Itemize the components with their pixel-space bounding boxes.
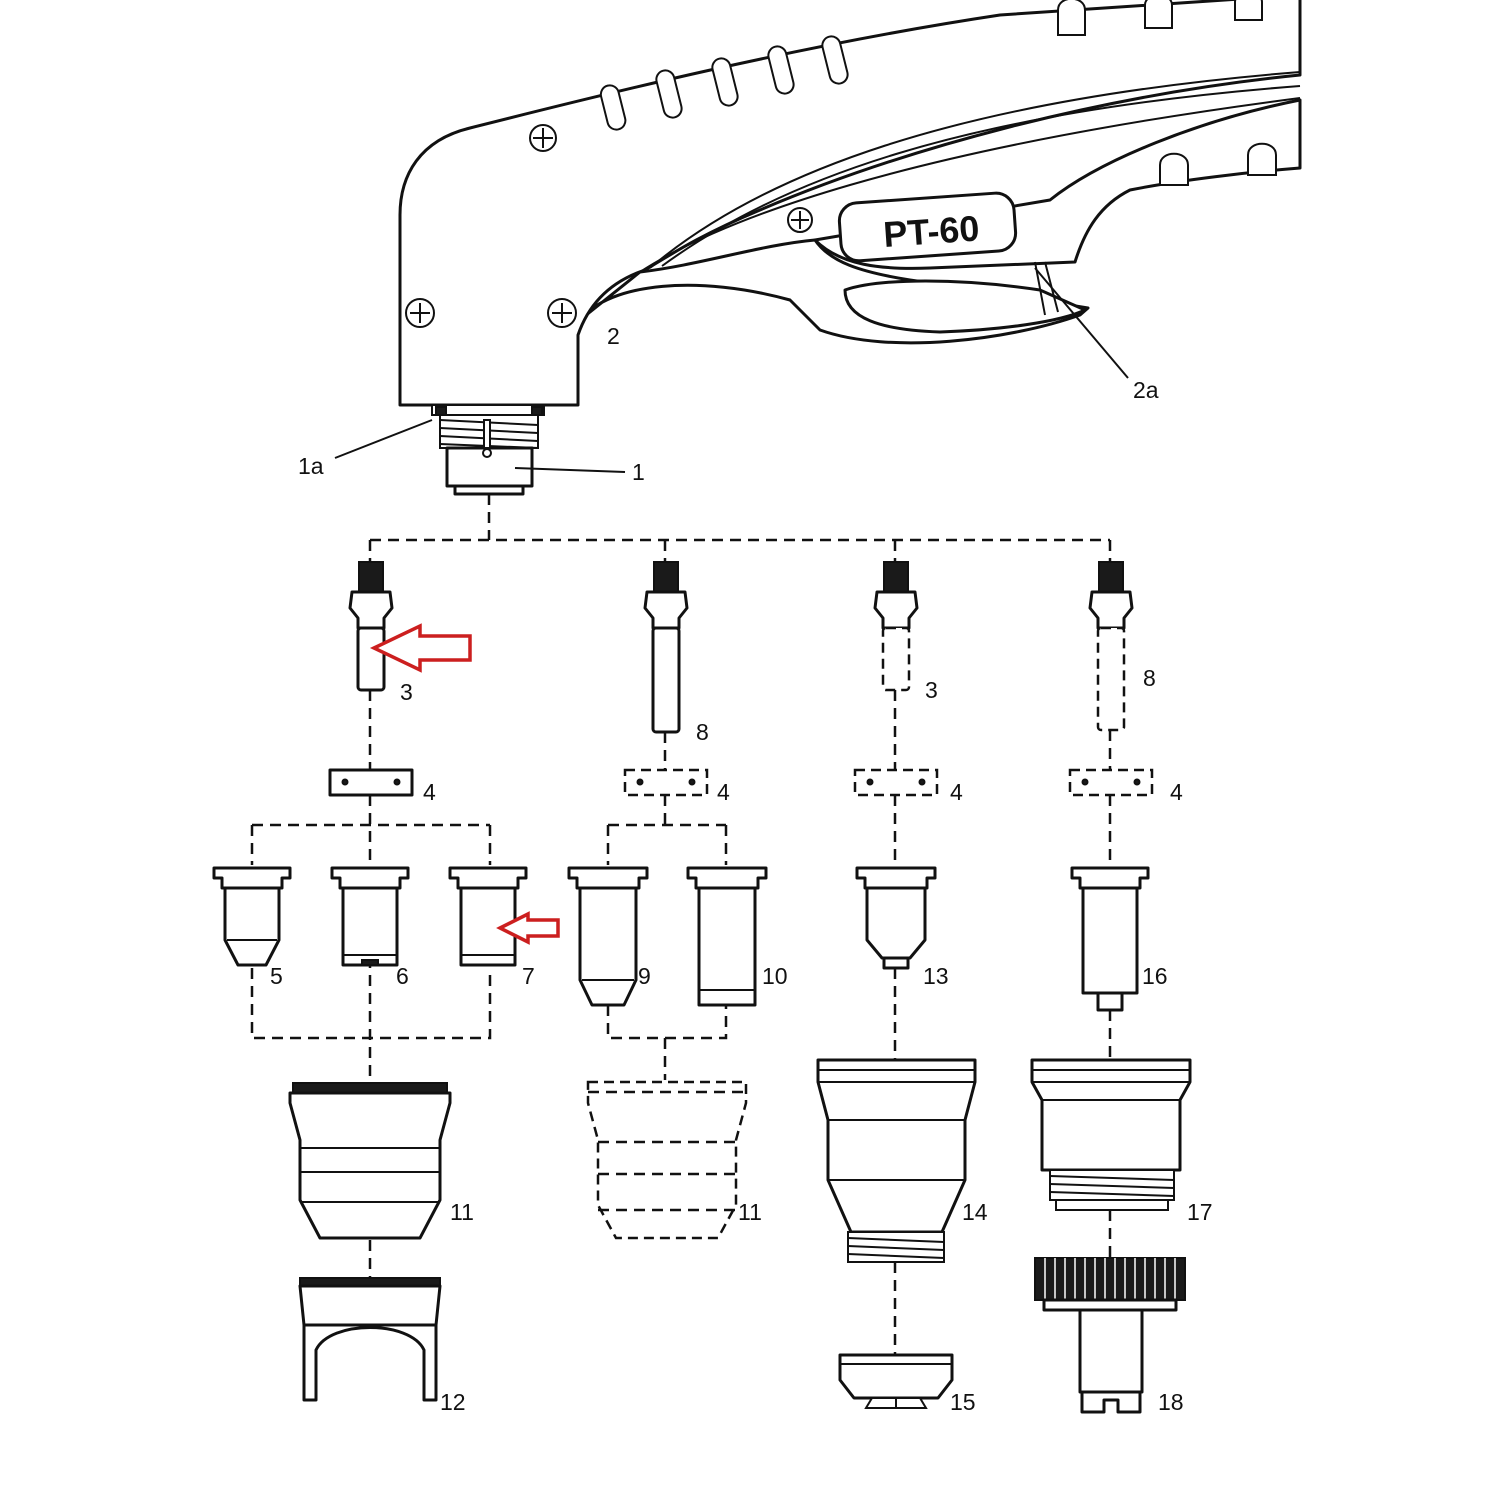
label-2a: 2a (1133, 377, 1159, 403)
label-6: 6 (396, 963, 409, 989)
tip-13[interactable] (855, 866, 937, 970)
electrode-d[interactable] (1088, 561, 1134, 732)
tip-9[interactable] (567, 866, 649, 1007)
cup-14-thread (847, 1231, 945, 1263)
cup-14[interactable] (816, 1058, 977, 1263)
label-1a: 1a (298, 453, 324, 479)
label-9: 9 (638, 963, 651, 989)
label-15: 15 (950, 1389, 976, 1415)
model-label: PT-60 (882, 207, 981, 255)
label-8a: 8 (696, 719, 709, 745)
shield-15[interactable] (838, 1353, 954, 1409)
label-4a: 4 (423, 779, 436, 805)
tip-5[interactable] (212, 866, 292, 967)
diffuser-d[interactable] (1068, 768, 1154, 797)
label-3a: 3 (400, 679, 413, 705)
diffuser-b[interactable] (623, 768, 709, 797)
part-number-labels: 1a 1 2 2a 3 8 3 8 4 4 4 4 5 6 7 9 10 13 … (270, 323, 1213, 1415)
label-4b: 4 (717, 779, 730, 805)
label-10: 10 (762, 963, 788, 989)
label-4c: 4 (950, 779, 963, 805)
highlight-arrow-tip (496, 911, 560, 945)
torch-head (431, 404, 545, 496)
label-1: 1 (632, 459, 645, 485)
cup-17[interactable] (1030, 1058, 1192, 1211)
label-5: 5 (270, 963, 283, 989)
label-11a: 11 (450, 1199, 474, 1225)
handle-screws (405, 124, 813, 328)
grip-ribs (599, 0, 1277, 186)
highlight-arrow-electrode (369, 623, 472, 673)
standoff-12[interactable] (298, 1277, 442, 1402)
label-17: 17 (1187, 1199, 1213, 1225)
electrode-a[interactable] (348, 561, 394, 692)
diffuser-c[interactable] (853, 768, 939, 797)
tip-16[interactable] (1070, 866, 1150, 1012)
trigger[interactable] (843, 261, 1087, 334)
label-13: 13 (923, 963, 949, 989)
label-12: 12 (440, 1389, 466, 1415)
cap-18[interactable] (1034, 1257, 1186, 1414)
tip-7[interactable] (448, 866, 528, 967)
assembly-lines (250, 494, 1112, 1355)
label-11b: 11 (738, 1199, 762, 1225)
label-18: 18 (1158, 1389, 1184, 1415)
diffuser-a[interactable] (328, 768, 414, 797)
leader-lines (334, 267, 1129, 473)
electrode-b[interactable] (643, 561, 689, 734)
label-8b: 8 (1143, 665, 1156, 691)
tip-10[interactable] (686, 866, 768, 1007)
label-16: 16 (1142, 963, 1168, 989)
label-4d: 4 (1170, 779, 1183, 805)
label-2: 2 (607, 323, 620, 349)
label-14: 14 (962, 1199, 988, 1225)
model-plate: PT-60 (837, 191, 1018, 263)
cup-17-thread (1049, 1169, 1175, 1201)
tip-6[interactable] (330, 866, 410, 967)
label-3b: 3 (925, 677, 938, 703)
electrode-c[interactable] (873, 561, 919, 692)
label-7: 7 (522, 963, 535, 989)
torch-handle: PT-60 (398, 0, 1302, 407)
cup-11a[interactable] (288, 1082, 452, 1240)
cup-11b[interactable] (586, 1080, 748, 1240)
